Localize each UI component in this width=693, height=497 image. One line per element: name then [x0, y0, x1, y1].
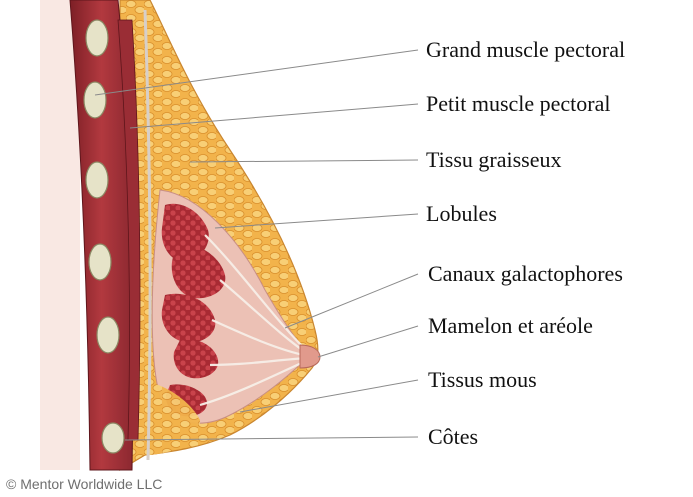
label-lobules: Lobules	[426, 202, 497, 226]
label-cotes: Côtes	[428, 425, 478, 449]
label-mamelon-et-areole: Mamelon et aréole	[428, 314, 593, 338]
label-tissus-mous: Tissus mous	[428, 368, 537, 392]
label-grand-muscle-pectoral: Grand muscle pectoral	[426, 38, 625, 62]
label-canaux-galactophores: Canaux galactophores	[428, 262, 623, 286]
label-petit-muscle-pectoral: Petit muscle pectoral	[426, 92, 611, 116]
copyright-notice: © Mentor Worldwide LLC	[6, 476, 162, 492]
label-tissu-graisseux: Tissu graisseux	[426, 148, 562, 172]
chest-wall	[40, 0, 80, 470]
